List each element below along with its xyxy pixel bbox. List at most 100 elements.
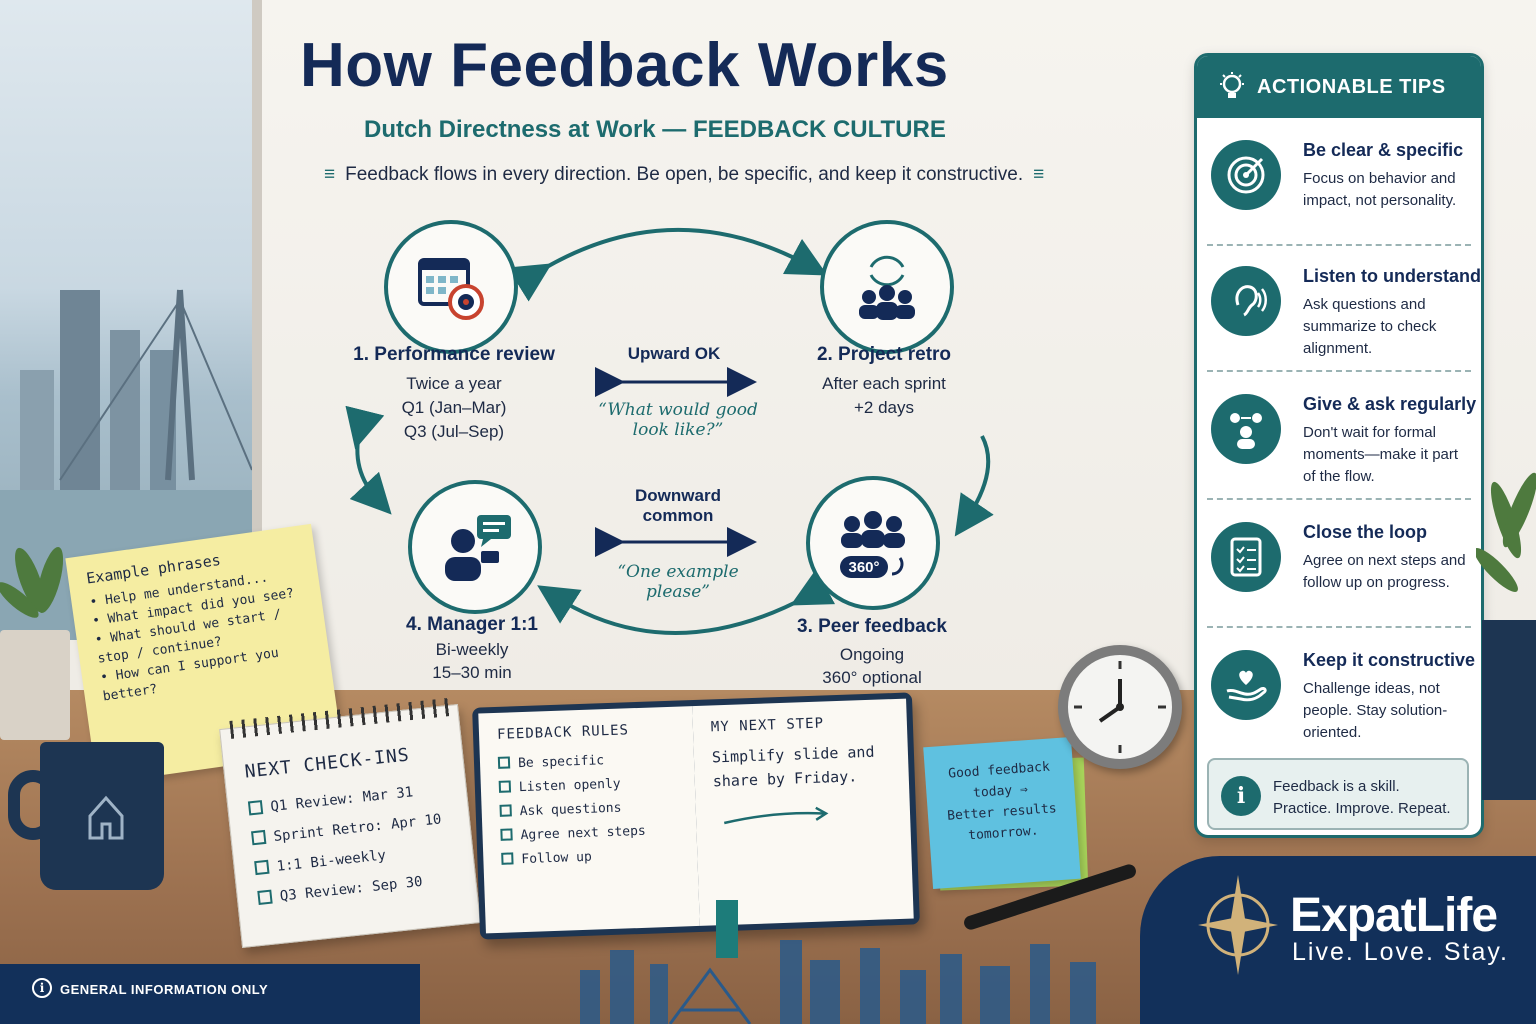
step-4-line-2: 15–30 min <box>432 663 512 682</box>
heart-hand-icon <box>1211 650 1281 720</box>
group-360-icon: 360° <box>840 511 905 578</box>
step-2-title: 2. Project retro <box>816 344 952 365</box>
rule-item: Be specific <box>517 753 605 772</box>
tip-title: Close the loop <box>1303 522 1428 542</box>
badge-360-text: 360° <box>848 559 879 576</box>
bottom-skyline-illustration <box>580 940 1096 1024</box>
tip-body: Don't wait for formal moments—make it pa… <box>1303 424 1459 485</box>
clock <box>1058 645 1182 769</box>
tip-note-line-2: Practice. Improve. Repeat. <box>1273 800 1451 817</box>
rule-row: Follow up <box>501 843 680 873</box>
step-3-line-2: 360° optional <box>822 668 922 687</box>
upward-quote: “What would good look like?” <box>598 400 758 440</box>
tip-item: Give & ask regularly Don't wait for form… <box>1207 380 1476 500</box>
arrow-bottom <box>537 568 836 635</box>
tip-note: i Feedback is a skill. Practice. Improve… <box>1207 758 1469 830</box>
actionable-tips-panel: ACTIONABLE TIPS Be clear & specific Focu… <box>1194 53 1484 838</box>
step-4-line-1: Bi-weekly <box>435 640 509 659</box>
brand-name: ExpatLife <box>1290 889 1498 942</box>
window-view <box>0 0 262 640</box>
step-3-line-1: Ongoing <box>839 645 905 664</box>
lightbulb-icon <box>1220 72 1244 98</box>
step-1-line-2: Q1 (Jan–Mar) <box>401 398 507 417</box>
tip-item: Keep it constructive Challenge ideas, no… <box>1207 636 1475 756</box>
rule-item: Agree next steps <box>520 823 646 844</box>
checkbox-icon <box>497 756 511 769</box>
page-subtitle: Dutch Directness at Work — FEEDBACK CULT… <box>364 116 946 143</box>
step-2-line-1: After each sprint <box>822 374 946 393</box>
notebook-bookmark <box>716 900 738 958</box>
notebook-right-page: MY NEXT STEP Simplify slide and share by… <box>692 698 914 926</box>
checkbox-icon <box>501 852 514 865</box>
ear-icon <box>1211 266 1281 336</box>
tip-note-text: Feedback is a skill. Practice. Improve. … <box>1273 776 1451 820</box>
person-chat-icon <box>445 515 511 581</box>
calendar-item: 1:1 Bi-weekly <box>276 847 387 875</box>
cycle-arrows <box>345 228 994 635</box>
next-step-note: Simplify slide and share by Friday. <box>711 742 875 791</box>
checkbox-icon <box>251 829 267 846</box>
tagline-right-mark: ≡ <box>1033 164 1045 185</box>
tip-note-line-1: Feedback is a skill. <box>1273 778 1400 795</box>
step-1-title: 1. Performance review <box>353 344 555 365</box>
target-icon <box>1211 140 1281 210</box>
exchange-people-icon <box>1211 394 1281 464</box>
arrow-right <box>954 435 994 537</box>
checkbox-icon <box>247 800 264 816</box>
info-icon: i <box>1221 776 1261 816</box>
rule-item: Ask questions <box>519 800 622 820</box>
tips-header: ACTIONABLE TIPS <box>1197 56 1481 118</box>
plant-leaves-left <box>0 547 64 618</box>
arrow-top <box>507 228 828 302</box>
checkbox-icon <box>500 828 513 841</box>
footer-disclaimer: GENERAL INFORMATION ONLY <box>60 982 269 997</box>
step-1-circle <box>384 220 518 354</box>
team-cycle-icon <box>859 255 915 320</box>
compass-logo-icon <box>1198 875 1278 975</box>
tip-title: Be clear & specific <box>1303 140 1464 160</box>
plant-pot-left <box>0 630 70 740</box>
notebook: FEEDBACK RULES Be specific Listen openly… <box>472 692 920 940</box>
tagline: ≡ Feedback flows in every direction. Be o… <box>314 164 1054 186</box>
step-2-line-2: +2 days <box>853 398 914 417</box>
brand-banner <box>1140 856 1536 1024</box>
arrow-icon <box>723 806 829 825</box>
good-feedback-note: Good feedback today ⇒ Better results tom… <box>923 737 1081 889</box>
step-1-line-3: Q3 (Jul–Sep) <box>403 422 505 441</box>
checkbox-icon <box>498 780 512 793</box>
tagline-left-mark: ≡ <box>324 164 336 185</box>
tip-body: Agree on next steps and follow up on pro… <box>1303 552 1466 591</box>
tip-title: Keep it constructive <box>1303 650 1476 670</box>
example-phrases-list: Help me understand... What impact did yo… <box>88 564 314 706</box>
calendar-item: Q3 Review: Sep 30 <box>279 873 424 905</box>
footer-bar <box>0 964 420 1024</box>
plant-pot-right <box>1482 620 1536 800</box>
tips-header-label: ACTIONABLE TIPS <box>1257 75 1446 98</box>
checkbox-icon <box>254 859 270 876</box>
tagline-text: Feedback flows in every direction. Be op… <box>345 164 1024 185</box>
clock-face-icon <box>1074 661 1166 753</box>
tip-item: Close the loop Agree on next steps and f… <box>1207 508 1471 628</box>
next-checkins-calendar: NEXT CHECK-INS Q1 Review: Mar 31 Sprint … <box>219 698 481 948</box>
calendar-target-icon <box>418 258 484 320</box>
step-4-circle <box>408 480 542 614</box>
rule-item: Listen openly <box>518 776 621 796</box>
checkbox-icon <box>499 804 512 817</box>
step-4-title: 4. Manager 1:1 <box>406 614 538 635</box>
rule-item: Follow up <box>521 849 593 868</box>
step-3-title: 3. Peer feedback <box>797 616 947 637</box>
tip-title: Listen to understand <box>1303 266 1482 286</box>
feedback-rules-heading: FEEDBACK RULES <box>496 722 630 743</box>
downward-label: Downward common <box>635 486 721 525</box>
downward-quote: “One example please” <box>617 562 739 602</box>
house-icon <box>88 795 124 840</box>
step-1-line-1: Twice a year <box>406 374 502 393</box>
step-2-circle <box>820 220 954 354</box>
tip-title: Give & ask regularly <box>1303 394 1477 414</box>
tip-item: Be clear & specific Focus on behavior an… <box>1207 126 1471 246</box>
plant-leaves-right <box>1476 472 1536 592</box>
tip-body: Focus on behavior and impact, not person… <box>1303 170 1457 209</box>
notebook-left-page: FEEDBACK RULES Be specific Listen openly… <box>478 706 700 934</box>
page-title: How Feedback Works <box>300 31 949 100</box>
checklist-icon <box>1211 522 1281 592</box>
